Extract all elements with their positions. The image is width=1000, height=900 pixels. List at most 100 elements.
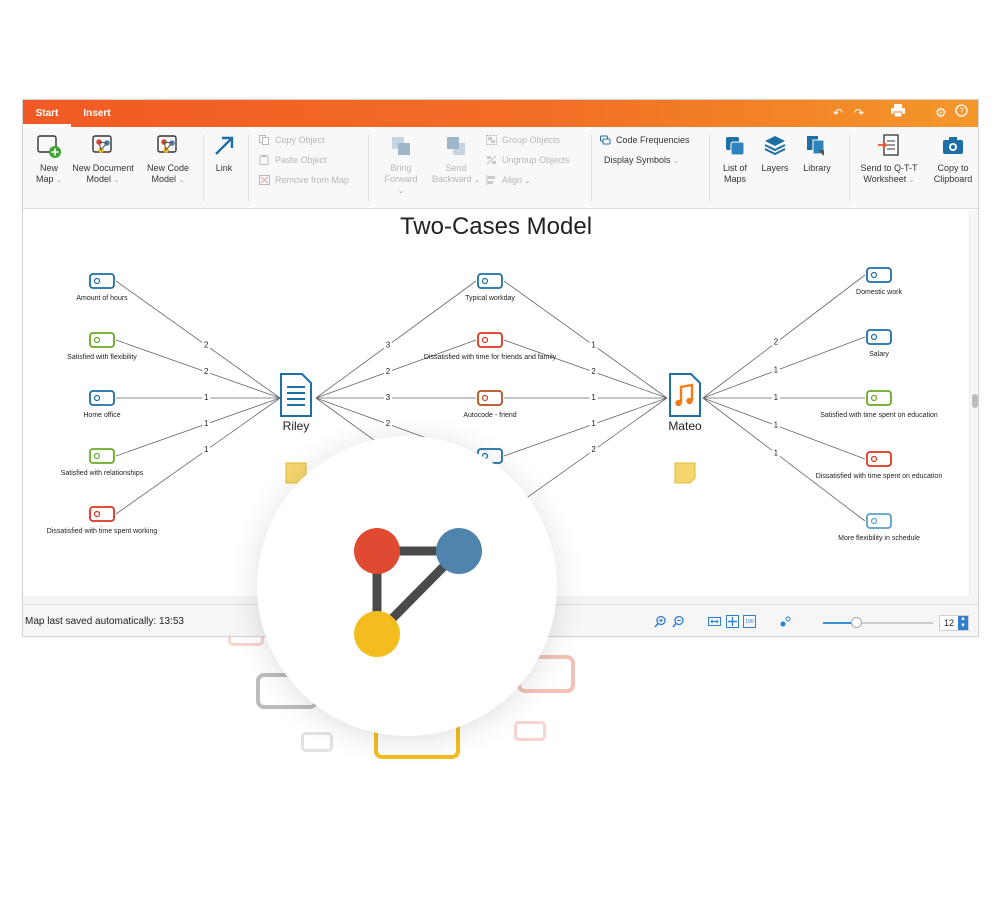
code-tag-icon[interactable] — [89, 506, 115, 522]
zoom-slider[interactable] — [823, 617, 933, 628]
logo-red-node-icon — [354, 528, 400, 574]
code-tag-icon[interactable] — [866, 390, 892, 406]
document-label: Riley — [283, 419, 310, 433]
link-weight-label: 2 — [591, 367, 596, 376]
audio-document-icon[interactable] — [669, 373, 701, 417]
code-frequencies-button[interactable]: Code Frequencies — [600, 133, 690, 147]
redo-icon[interactable]: ↷ — [853, 106, 865, 120]
new-code-model-button[interactable]: New Code Model ⌄ — [140, 133, 196, 186]
vertical-scrollbar[interactable] — [969, 210, 978, 596]
ungroup-objects-button[interactable]: Ungroup Objects — [486, 153, 570, 167]
layers-button[interactable]: Layers — [758, 133, 792, 174]
send-to-qtt-label-1: Send to Q-T-T — [860, 163, 918, 173]
zoom-in-icon[interactable] — [654, 615, 667, 628]
new-map-label-2: Map — [36, 174, 54, 184]
help-icon[interactable]: ? — [952, 104, 970, 122]
link-weight-label: 1 — [204, 393, 209, 402]
code-tag-icon[interactable] — [89, 390, 115, 406]
code-label: Salary — [869, 351, 889, 358]
list-of-maps-label-2: Maps — [723, 174, 746, 184]
zoom-out-icon[interactable] — [672, 615, 685, 628]
send-backward-button[interactable]: Send Backward ⌄ — [431, 133, 481, 186]
remove-icon — [259, 175, 270, 185]
link-weight-label: 1 — [774, 448, 779, 457]
new-code-model-label-1: New Code — [146, 163, 190, 173]
copy-to-clipboard-button[interactable]: Copy to Clipboard — [931, 133, 975, 185]
new-document-model-label-1: New Document — [72, 163, 134, 173]
copy-object-button[interactable]: Copy Object — [259, 133, 325, 147]
remove-from-map-button[interactable]: Remove from Map — [259, 173, 349, 187]
group-objects-button[interactable]: Group Objects — [486, 133, 560, 147]
code-tag-icon[interactable] — [477, 332, 503, 348]
zoom-value-field[interactable]: 12 ▲▼ — [939, 615, 969, 631]
code-tag-icon[interactable] — [866, 329, 892, 345]
code-label: Dissatisfied with time spent on educatio… — [816, 473, 943, 480]
code-tag-icon[interactable] — [477, 273, 503, 289]
print-icon[interactable] — [889, 104, 907, 122]
code-label: Autocode - friend — [463, 412, 516, 419]
ungroup-icon — [486, 155, 497, 165]
code-label: Satisfied with time spent on education — [820, 412, 938, 419]
tab-start[interactable]: Start — [23, 100, 71, 127]
map-link-line — [115, 397, 281, 457]
map-link-line — [503, 397, 668, 515]
send-backward-label-1: Send — [445, 163, 467, 173]
new-document-model-button[interactable]: New Document Model ⌄ — [68, 133, 138, 186]
paste-object-button[interactable]: Paste Object — [259, 153, 327, 167]
svg-text:?: ? — [959, 107, 964, 116]
code-tag-icon[interactable] — [89, 448, 115, 464]
link-weight-label: 1 — [591, 340, 596, 349]
link-weight-bg — [589, 339, 598, 349]
copy-icon — [259, 135, 269, 145]
code-tag-icon[interactable] — [866, 451, 892, 467]
logo-overlay-circle — [257, 436, 557, 736]
display-symbols-label: Display Symbols — [604, 155, 671, 165]
code-label: Domestic work — [856, 289, 902, 296]
code-model-icon — [157, 135, 177, 153]
ribbon-separator — [849, 135, 850, 201]
zoom-stepper[interactable]: ▲▼ — [958, 616, 968, 630]
link-weight-label: 1 — [774, 366, 779, 375]
copy-to-clipboard-label-1: Copy to — [937, 163, 969, 173]
code-tag-icon[interactable] — [89, 273, 115, 289]
new-map-button[interactable]: New Map ⌄ — [33, 133, 65, 186]
link-button[interactable]: Link — [209, 133, 239, 174]
code-tag-icon[interactable] — [477, 390, 503, 406]
list-of-maps-button[interactable]: List of Maps — [717, 133, 753, 185]
code-tag-icon[interactable] — [866, 513, 892, 529]
library-icon — [807, 136, 825, 156]
vertical-scrollbar-thumb[interactable] — [972, 394, 978, 408]
ribbon-tab-bar: Start Insert ↶ ↷ ⚙ ? — [23, 100, 978, 127]
align-label: Align — [502, 175, 523, 185]
undo-icon[interactable]: ↶ — [832, 106, 844, 120]
new-map-icon — [37, 135, 61, 158]
send-to-qtt-worksheet-button[interactable]: Send to Q-T-T Worksheet ⌄ — [857, 133, 921, 186]
align-icon — [486, 175, 495, 185]
svg-text:100: 100 — [745, 619, 754, 625]
code-frequencies-label: Code Frequencies — [616, 135, 690, 145]
gear-icon[interactable]: ⚙ — [935, 105, 947, 120]
link-weight-label: 2 — [204, 340, 209, 349]
link-weight-label: 1 — [774, 420, 779, 429]
send-to-qtt-label-2: Worksheet — [863, 174, 907, 184]
code-tag-icon[interactable] — [89, 332, 115, 348]
fit-page-icon[interactable] — [726, 615, 739, 628]
document-icon[interactable] — [280, 373, 312, 417]
bring-forward-button[interactable]: Bring Forward ⌄ — [381, 133, 421, 197]
memo-icon[interactable] — [674, 462, 696, 484]
link-label: Link — [215, 163, 233, 173]
link-weight-bg — [771, 336, 780, 346]
actual-size-icon[interactable]: 100 — [743, 615, 756, 628]
document-model-icon — [92, 135, 112, 153]
fit-width-icon[interactable] — [708, 615, 721, 628]
group-objects-label: Group Objects — [502, 135, 561, 145]
link-weight-bg — [384, 339, 392, 349]
code-tag-icon[interactable] — [866, 267, 892, 283]
library-button[interactable]: Library — [799, 133, 835, 174]
zoom-slider-knob[interactable] — [851, 617, 862, 628]
tab-insert[interactable]: Insert — [83, 108, 111, 119]
align-button[interactable]: Align ⌄ — [486, 173, 530, 187]
display-symbols-button[interactable]: Display Symbols ⌄ — [604, 155, 679, 165]
